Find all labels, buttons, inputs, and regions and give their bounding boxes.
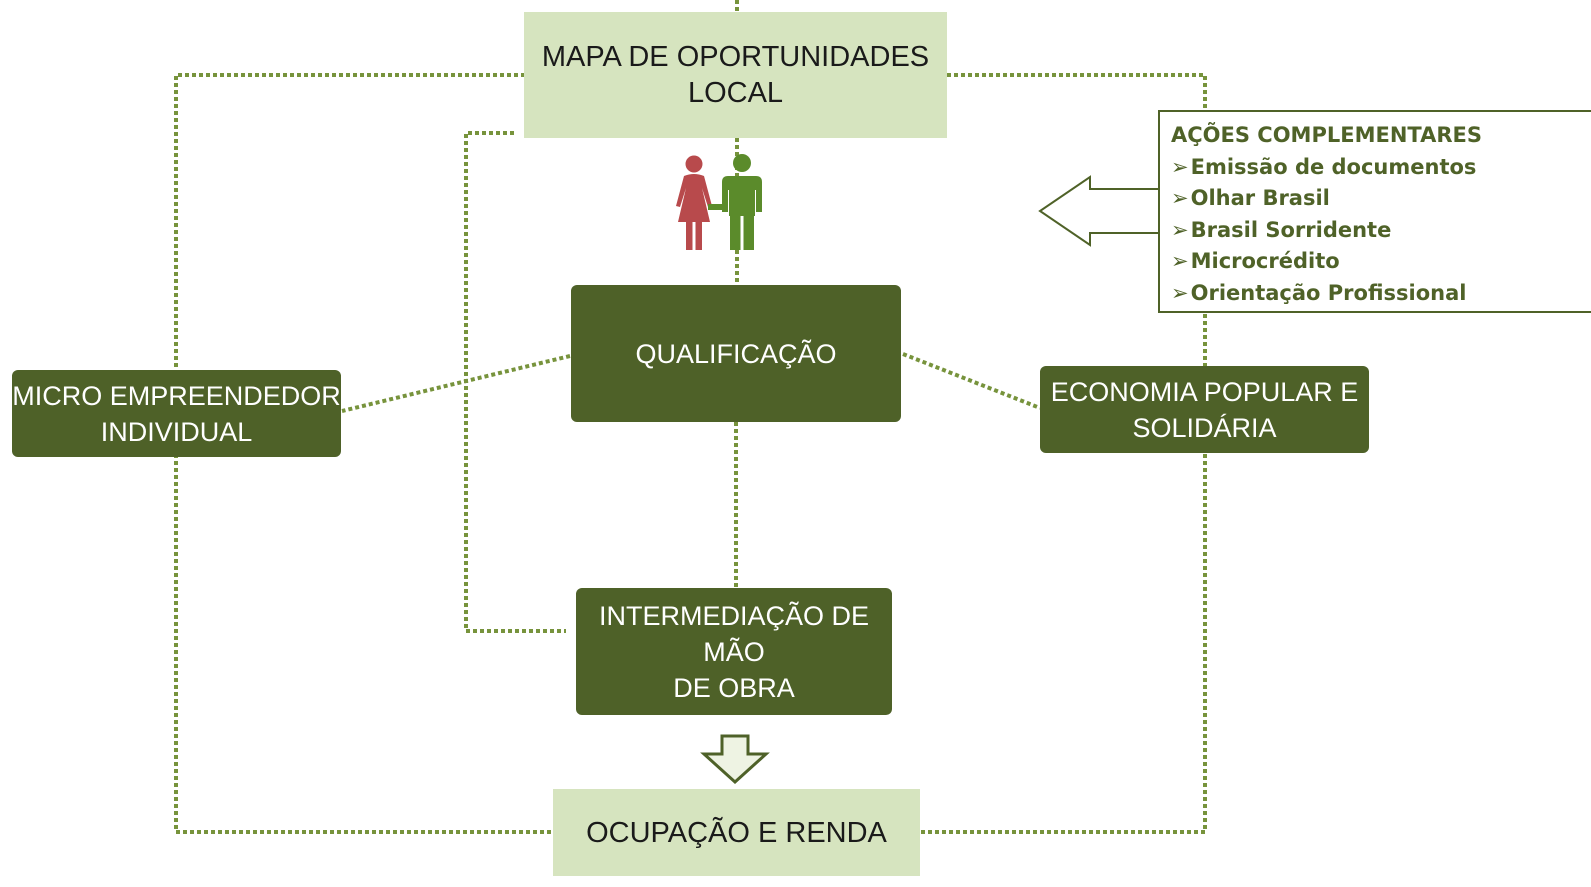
callout-item-microcredito: Microcrédito	[1171, 246, 1591, 278]
callout-item-olhar-brasil: Olhar Brasil	[1171, 183, 1591, 215]
node-qualificacao: QUALIFICAÇÃO	[571, 285, 901, 422]
arrow-left-icon	[1038, 175, 1158, 247]
arrow-down-icon	[700, 734, 770, 784]
node-micro-empreendedor: MICRO EMPREENDEDOR INDIVIDUAL	[12, 370, 341, 457]
callout-item-documentos: Emissão de documentos	[1171, 152, 1591, 184]
node-qualificacao-label: QUALIFICAÇÃO	[635, 338, 837, 369]
woman-icon	[676, 155, 712, 250]
node-mapa-oportunidades: MAPA DE OPORTUNIDADES LOCAL	[524, 12, 947, 138]
node-ocupacao-label: OCUPAÇÃO E RENDA	[586, 816, 887, 849]
node-mapa-line1: MAPA DE OPORTUNIDADES	[541, 41, 930, 73]
connector-outer-loop-right	[920, 73, 1207, 834]
node-intermediacao-line1: INTERMEDIAÇÃO DE MÃO	[598, 600, 870, 667]
node-intermediacao: INTERMEDIAÇÃO DE MÃO DE OBRA	[576, 588, 892, 715]
callout-title: AÇÕES COMPLEMENTARES	[1171, 123, 1482, 147]
node-micro-line2: INDIVIDUAL	[100, 416, 253, 447]
connector-inner-loop	[464, 131, 566, 633]
node-economia-line2: SOLIDÁRIA	[1132, 412, 1277, 443]
node-economia-line1: ECONOMIA POPULAR E	[1050, 376, 1359, 407]
node-intermediacao-line2: DE OBRA	[673, 672, 795, 703]
callout-item-orientacao: Orientação Profissional	[1171, 278, 1591, 310]
man-icon	[708, 154, 762, 250]
node-mapa-line2: LOCAL	[687, 77, 784, 109]
node-ocupacao-renda: OCUPAÇÃO E RENDA	[553, 789, 920, 876]
connector-to-micro	[341, 354, 571, 413]
callout-acoes-complementares: AÇÕES COMPLEMENTARES Emissão de document…	[1158, 110, 1591, 313]
node-micro-line1: MICRO EMPREENDEDOR	[12, 380, 341, 411]
node-economia-popular: ECONOMIA POPULAR E SOLIDÁRIA	[1040, 366, 1369, 453]
callout-item-brasil-sorridente: Brasil Sorridente	[1171, 215, 1591, 247]
couple-icon	[676, 154, 762, 250]
connector-to-economia	[902, 352, 1041, 410]
